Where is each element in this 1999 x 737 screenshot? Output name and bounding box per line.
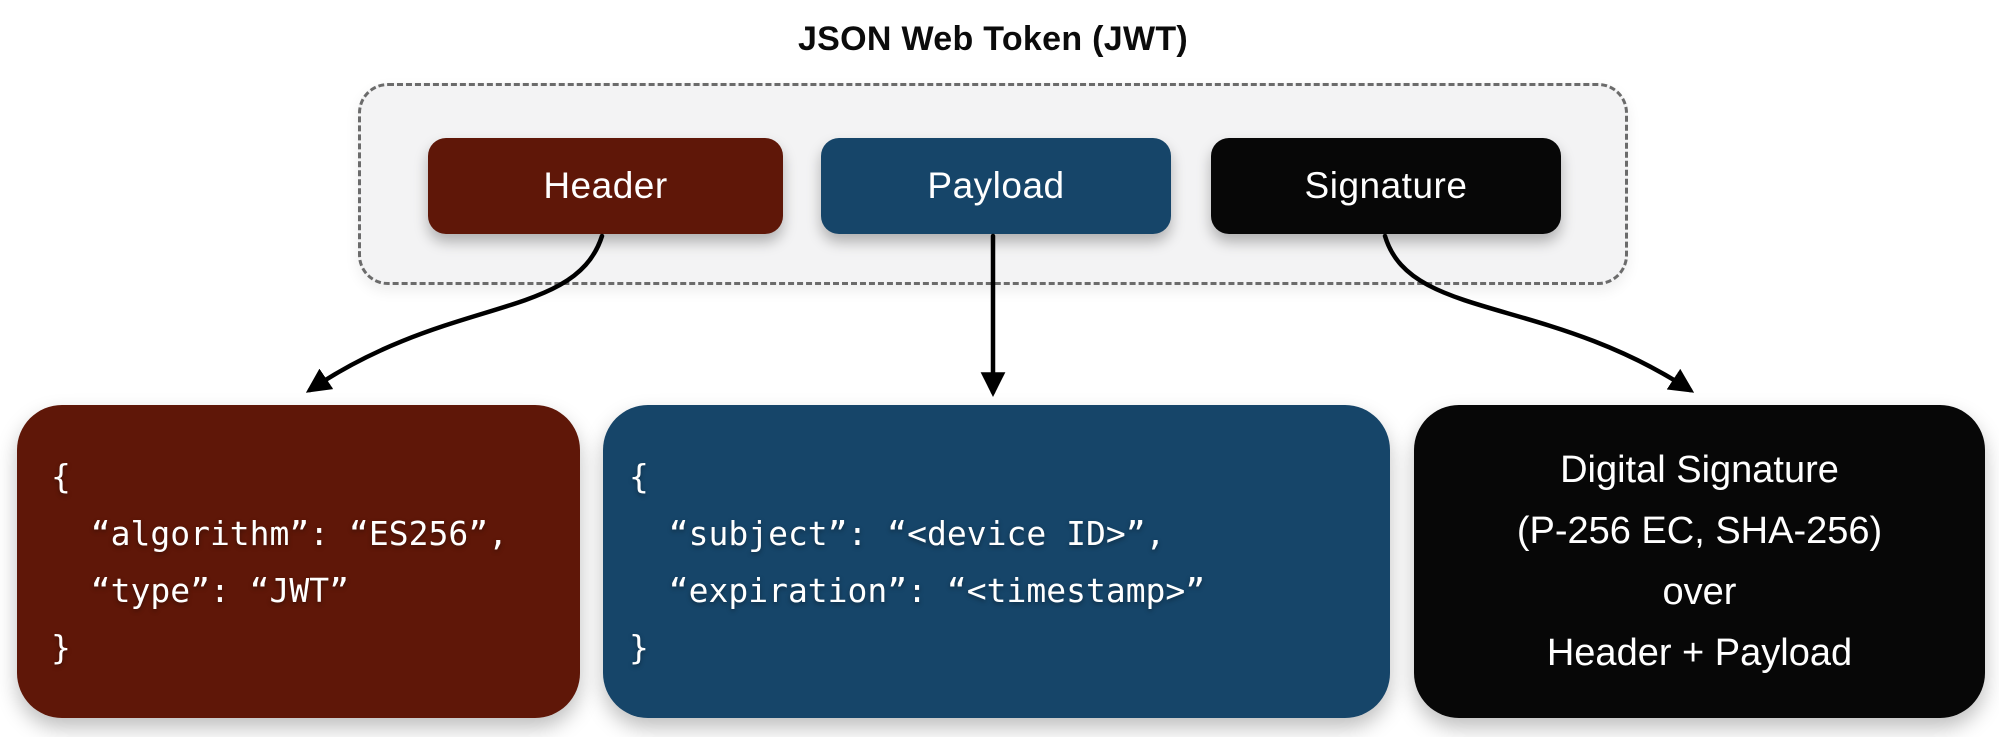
jwt-part-signature: Signature — [1211, 138, 1561, 234]
jwt-part-payload-label: Payload — [927, 165, 1065, 206]
signature-detail-box: Digital Signature (P-256 EC, SHA-256) ov… — [1414, 405, 1985, 718]
payload-json-code: { “subject”: “<device ID>”, “expiration”… — [629, 456, 1206, 667]
page-title: JSON Web Token (JWT) — [797, 20, 1189, 58]
jwt-part-payload: Payload — [821, 138, 1171, 234]
jwt-part-header-label: Header — [543, 165, 668, 206]
header-json-code: { “algorithm”: “ES256”, “type”: “JWT” } — [51, 456, 508, 667]
payload-detail-box: { “subject”: “<device ID>”, “expiration”… — [603, 405, 1390, 718]
jwt-token-container: Header Payload Signature — [358, 83, 1628, 285]
header-detail-box: { “algorithm”: “ES256”, “type”: “JWT” } — [17, 405, 580, 718]
jwt-part-signature-label: Signature — [1304, 165, 1468, 206]
jwt-part-header: Header — [428, 138, 783, 234]
signature-description-text: Digital Signature (P-256 EC, SHA-256) ov… — [1516, 448, 1883, 674]
